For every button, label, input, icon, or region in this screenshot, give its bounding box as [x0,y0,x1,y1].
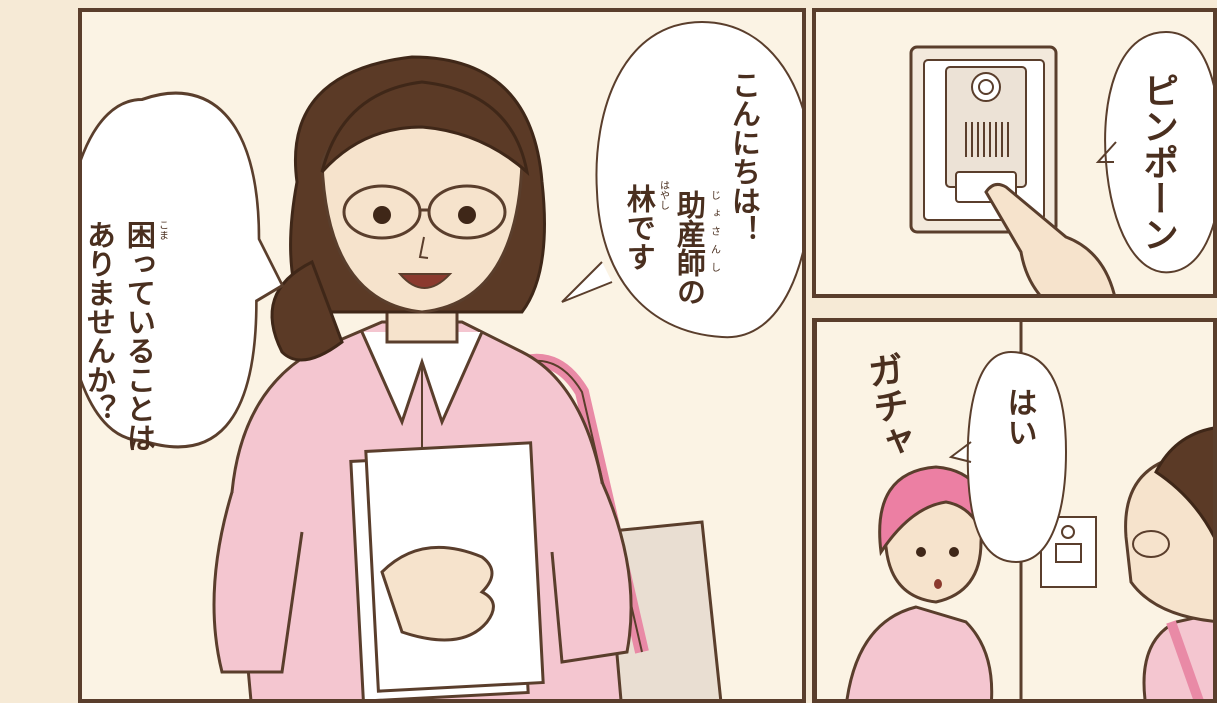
question-line1: 困っていることは [122,220,157,452]
greeting-line2: 助産師の [672,190,707,306]
ruby-hayashi: はやし [657,180,669,210]
reply-text: はい [1001,387,1037,447]
hand-icon [380,545,495,642]
midwife-illustration [82,20,802,699]
doorbell-sfx-bubble [1095,30,1213,274]
ruby-koma: こま [156,220,168,240]
greeting-line1: こんにちは！ [727,70,762,244]
ruby-josanshi: じょさんし [708,190,720,280]
pointing-hand-icon [984,182,1116,294]
doorbell-sfx: ピンポーン [1137,72,1178,252]
panel-door: はい ガチャ [812,318,1217,703]
midwife-back-icon [1124,426,1213,699]
greeting-line3: 林です [622,184,657,271]
pink-haired-woman-icon [845,465,994,699]
panel-main: こんにちは！ 助産師の 林です じょさんし はやし 困っていることは ありません… [78,8,806,703]
doorbell-illustration [909,30,1213,294]
intercom-doorbell-icon [909,45,1058,234]
question-line2: ありませんか？ [82,220,117,423]
speech-bubble-right [561,20,802,339]
speech-bubble-left [82,91,285,449]
reply-bubble [948,350,1068,564]
door-illustration [816,322,1213,699]
panel-doorbell: ピンポーン [812,8,1217,298]
